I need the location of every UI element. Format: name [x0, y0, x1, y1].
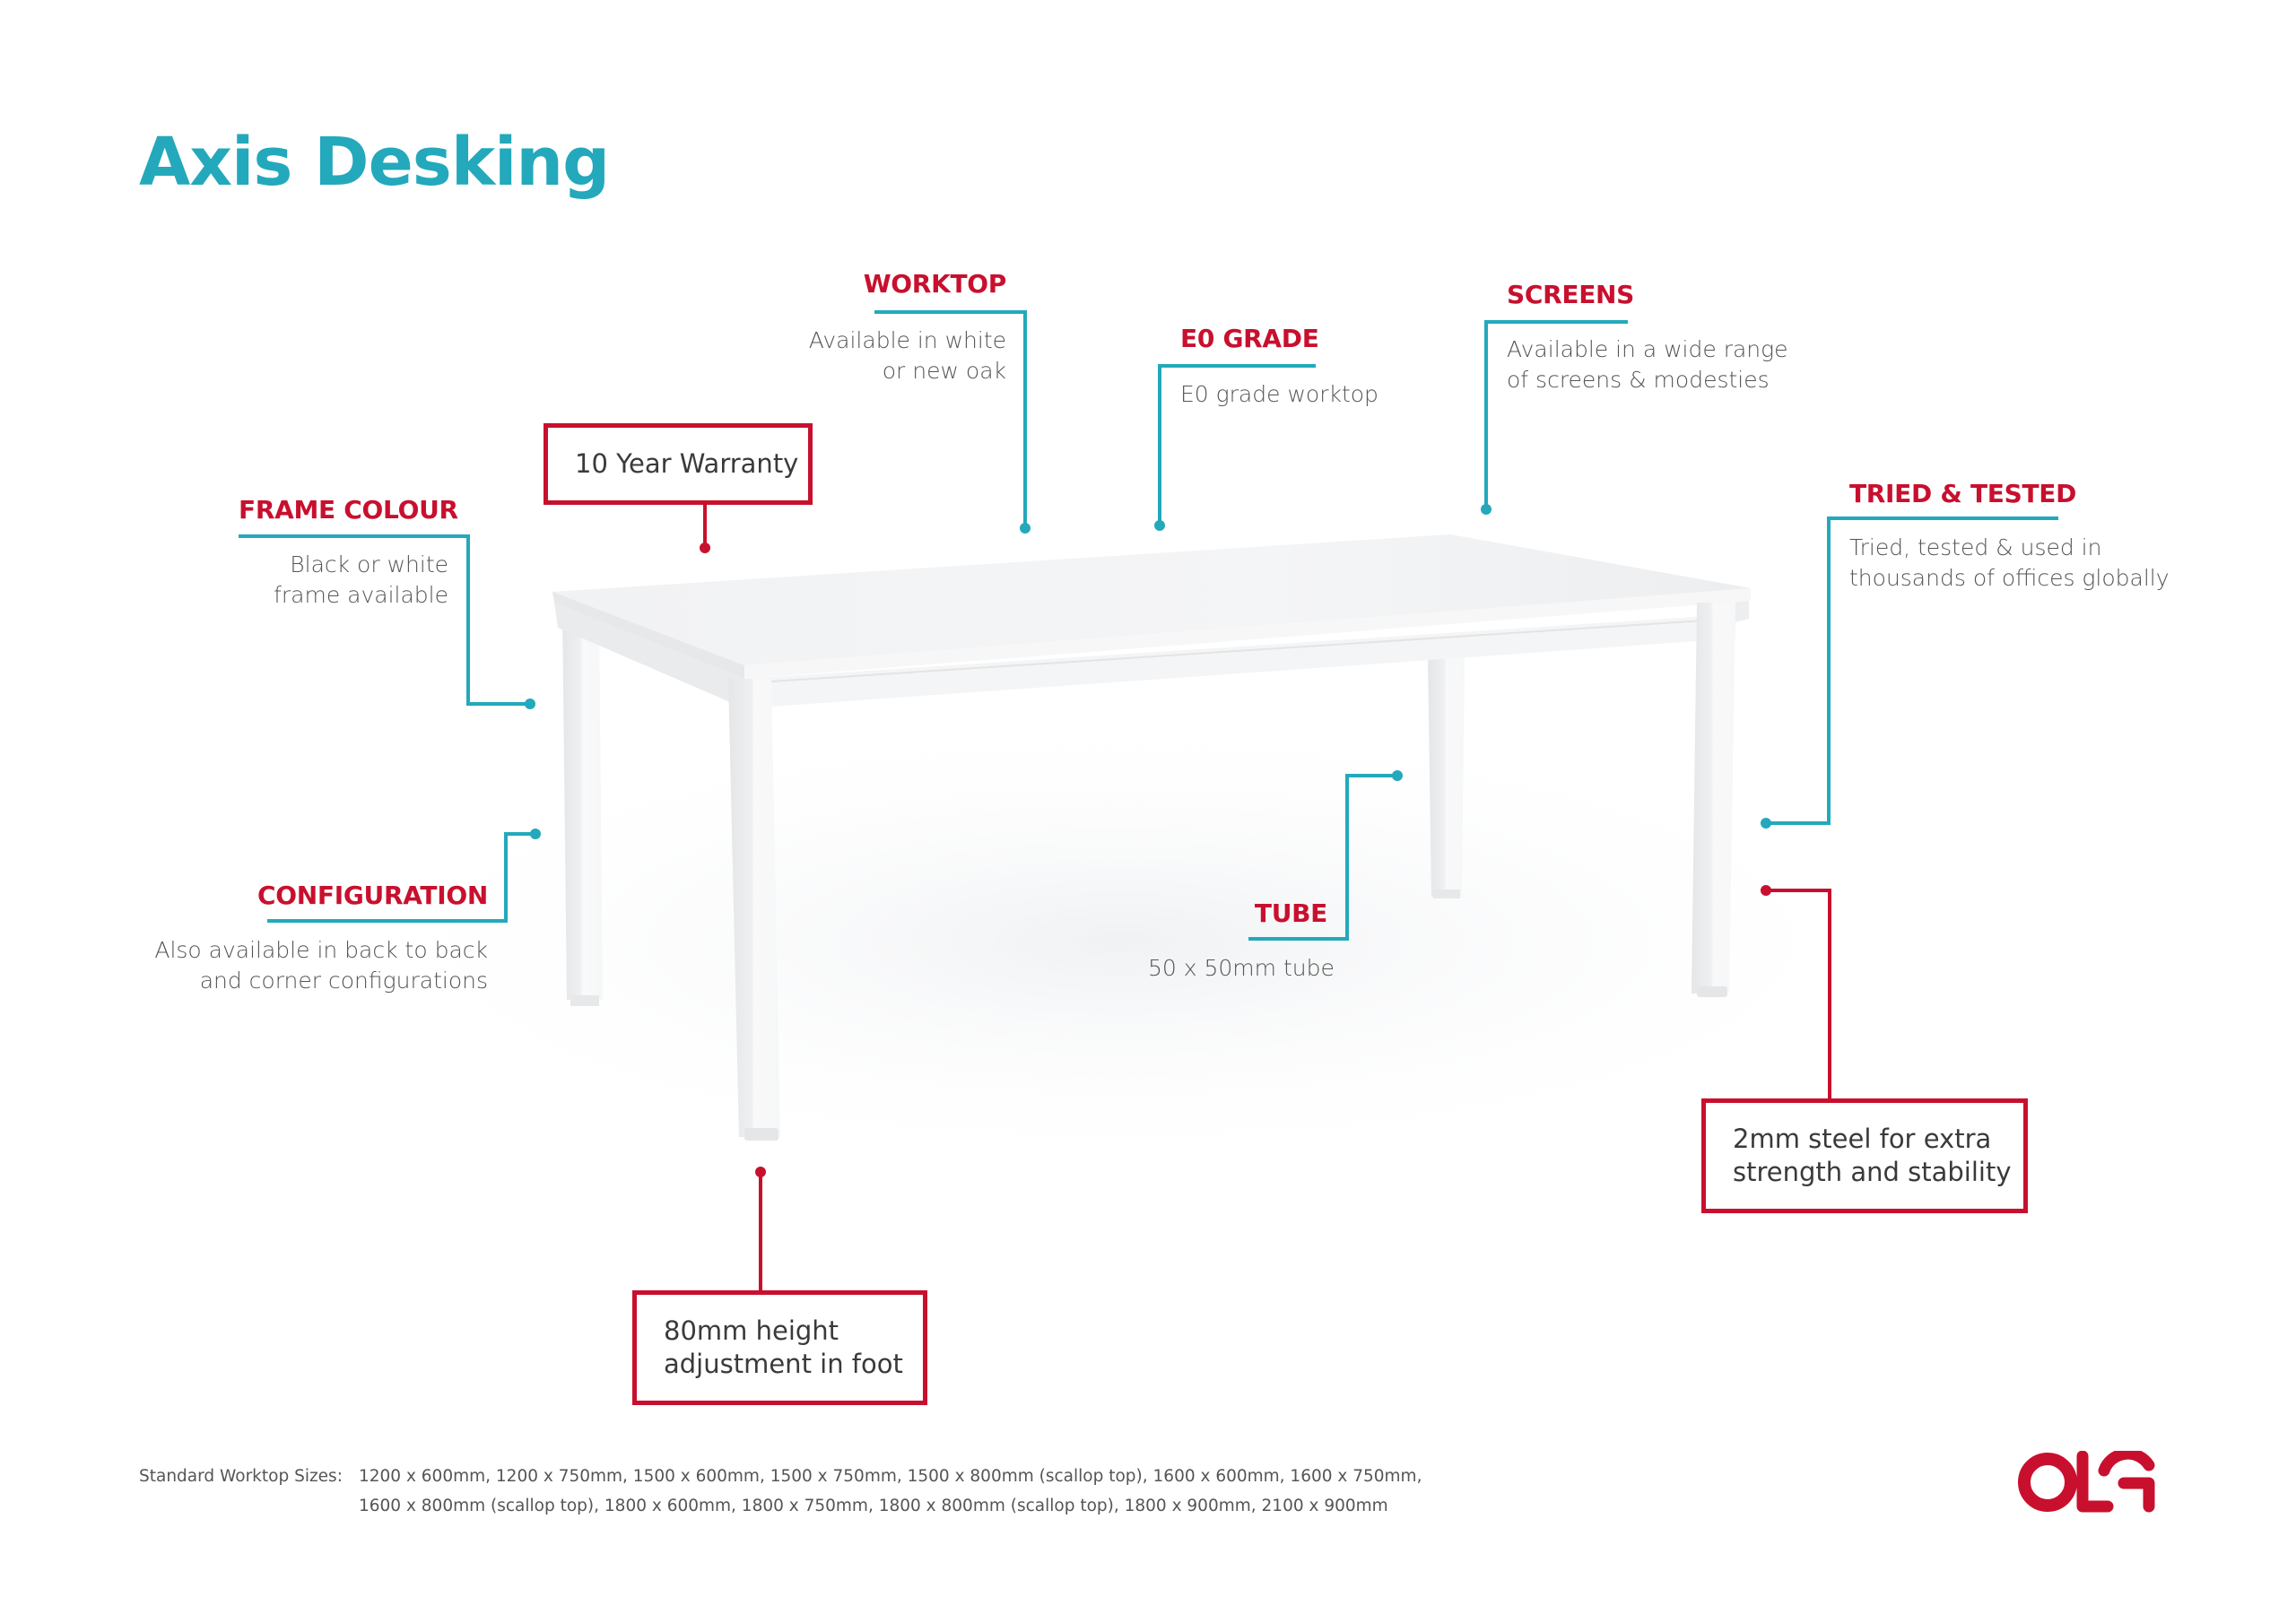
frame-colour-heading: FRAME COLOUR: [239, 495, 458, 525]
e0-grade-heading: E0 GRADE: [1180, 324, 1319, 353]
worktop-pointer-dot-icon: [1020, 523, 1031, 534]
worktop-description: Available in white or new oak: [808, 327, 1006, 384]
worktop-leader-line: [874, 310, 1027, 314]
steel-pointer-dot-icon: [1761, 885, 1771, 896]
screens-description: Available in a wide range of screens & m…: [1507, 336, 1788, 393]
tried-tested-heading: TRIED & TESTED: [1849, 479, 2077, 508]
frame-colour-leader-line-horizontal: [466, 702, 531, 706]
worktop-sizes-list: 1200 x 600mm, 1200 x 750mm, 1500 x 600mm…: [359, 1467, 1422, 1515]
screens-heading: SCREENS: [1507, 280, 1635, 309]
configuration-heading: CONFIGURATION: [257, 881, 488, 910]
foot-box: 80mm height adjustment in foot: [632, 1290, 927, 1405]
tube-pointer-dot-icon: [1392, 770, 1403, 781]
screens-pointer-dot-icon: [1481, 504, 1492, 515]
worktop-leader-line-vertical: [1023, 310, 1027, 528]
e0-grade-description: E0 grade worktop: [1180, 381, 1378, 407]
page-title: Axis Desking: [139, 124, 610, 201]
e0-grade-pointer-dot-icon: [1154, 520, 1165, 531]
configuration-leader-line: [267, 919, 508, 923]
frame-colour-leader-line: [239, 534, 470, 538]
steel-leader-line-horizontal: [1766, 889, 1831, 892]
e0-grade-leader-line-vertical: [1158, 364, 1161, 525]
warranty-leader-line: [703, 505, 707, 546]
tube-leader-line-vertical: [1345, 774, 1349, 941]
configuration-leader-line-horizontal: [504, 832, 536, 836]
screens-leader-line: [1484, 320, 1628, 324]
warranty-pointer-dot-icon: [700, 542, 710, 553]
tube-heading: TUBE: [1254, 898, 1327, 928]
frame-colour-leader-line-vertical: [466, 534, 470, 706]
worktop-heading: WORKTOP: [863, 269, 1007, 299]
screens-leader-line-vertical: [1484, 320, 1488, 508]
steel-leader-line-vertical: [1828, 889, 1831, 1100]
tube-leader-line-horizontal: [1345, 774, 1397, 777]
tried-tested-description: Tried, tested & used in thousands of off…: [1849, 534, 2170, 591]
frame-colour-pointer-dot-icon: [525, 699, 535, 709]
tried-tested-leader-line-horizontal: [1768, 821, 1831, 825]
warranty-box: 10 Year Warranty: [544, 423, 813, 505]
steel-box: 2mm steel for extra strength and stabili…: [1701, 1098, 2028, 1213]
tried-tested-leader-line: [1827, 516, 2058, 520]
worktop-sizes-label: Standard Worktop Sizes:: [139, 1467, 343, 1486]
e0-grade-leader-line: [1158, 364, 1316, 368]
foot-leader-line: [759, 1172, 762, 1292]
configuration-leader-line-vertical: [504, 832, 508, 923]
tried-tested-pointer-dot-icon: [1761, 818, 1771, 829]
tube-leader-line: [1248, 937, 1349, 941]
olg-logo-icon: [2018, 1451, 2155, 1513]
configuration-pointer-dot-icon: [530, 829, 541, 839]
tried-tested-leader-line-vertical: [1827, 516, 1831, 825]
frame-colour-description: Black or white frame available: [274, 551, 448, 608]
configuration-description: Also available in back to back and corne…: [154, 937, 488, 994]
tube-description: 50 x 50mm tube: [1148, 955, 1335, 981]
